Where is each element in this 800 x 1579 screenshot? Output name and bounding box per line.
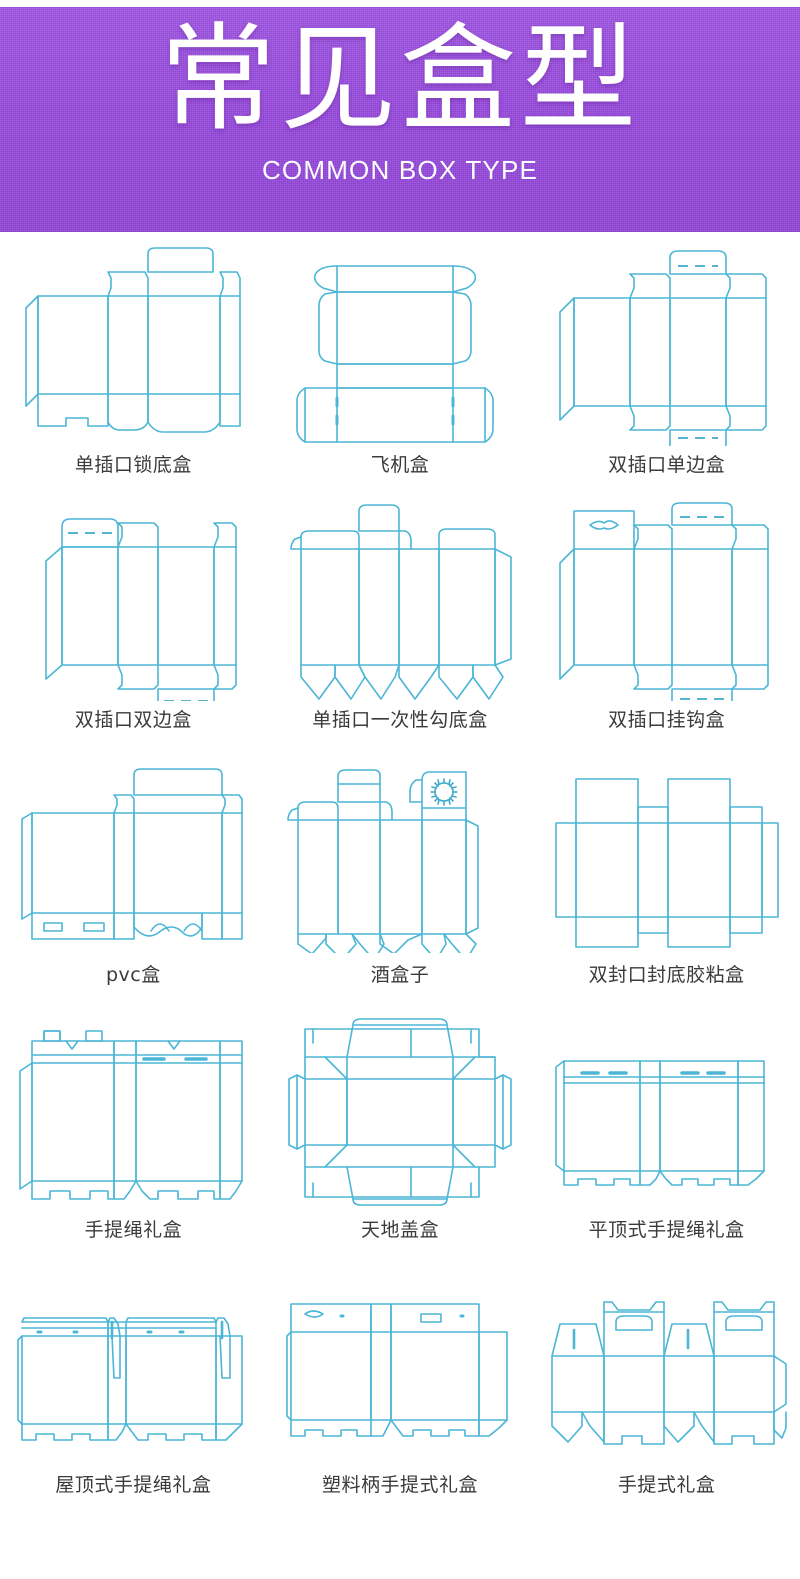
- box-type-item[interactable]: 双插口双边盒: [0, 498, 267, 753]
- dieline-double-tuck-double-side-icon: [0, 498, 267, 703]
- dieline-handle-gift-box-icon: [533, 1263, 800, 1468]
- box-type-item[interactable]: 塑料柄手提式礼盒: [267, 1263, 534, 1518]
- box-type-item[interactable]: 屋顶式手提绳礼盒: [0, 1263, 267, 1518]
- box-type-label: 塑料柄手提式礼盒: [321, 1474, 478, 1496]
- box-type-label: 双插口单边盒: [608, 454, 726, 476]
- dieline-double-tuck-single-side-icon: [533, 243, 800, 448]
- box-type-label: pvc盒: [105, 964, 161, 986]
- box-type-label: 双插口双边盒: [74, 709, 192, 731]
- dieline-single-tuck-crash-lock-bottom-icon: [267, 498, 534, 703]
- box-type-label: 手提式礼盒: [617, 1474, 716, 1496]
- box-type-item[interactable]: 平顶式手提绳礼盒: [533, 1008, 800, 1263]
- dieline-pvc-box-icon: [0, 753, 267, 958]
- box-type-label: 屋顶式手提绳礼盒: [55, 1474, 212, 1496]
- box-type-label: 酒盒子: [370, 964, 430, 986]
- box-type-item[interactable]: 手提绳礼盒: [0, 1008, 267, 1263]
- box-type-label: 平顶式手提绳礼盒: [588, 1219, 745, 1241]
- box-type-item[interactable]: 手提式礼盒: [533, 1263, 800, 1518]
- box-type-item[interactable]: pvc盒: [0, 753, 267, 1008]
- dieline-double-tuck-hang-hole-icon: [533, 498, 800, 703]
- dieline-double-seal-glued-bottom-icon: [533, 753, 800, 958]
- dieline-rope-handle-gift-box-icon: [0, 1008, 267, 1213]
- box-type-label: 单插口一次性勾底盒: [312, 709, 488, 731]
- box-type-label: 双封口封底胶粘盒: [588, 964, 745, 986]
- box-type-item[interactable]: 双插口单边盒: [533, 243, 800, 498]
- box-type-item[interactable]: 双插口挂钩盒: [533, 498, 800, 753]
- box-type-item[interactable]: 单插口锁底盒: [0, 243, 267, 498]
- page-title-english: COMMON BOX TYPE: [261, 154, 539, 185]
- box-type-label: 飞机盒: [370, 454, 430, 476]
- dieline-wine-box-icon: [267, 753, 534, 958]
- dieline-plastic-handle-gift-box-icon: [267, 1263, 534, 1468]
- box-type-label: 单插口锁底盒: [74, 454, 192, 476]
- page-header-banner: 常见盒型 COMMON BOX TYPE: [0, 0, 800, 237]
- dieline-lid-and-base-box-icon: [267, 1008, 534, 1213]
- box-type-item[interactable]: 天地盖盒: [267, 1008, 534, 1263]
- box-type-label: 双插口挂钩盒: [608, 709, 726, 731]
- dieline-mailer-box-icon: [267, 243, 534, 448]
- box-type-label: 手提绳礼盒: [84, 1219, 183, 1241]
- box-type-item[interactable]: 双封口封底胶粘盒: [533, 753, 800, 1008]
- box-type-item[interactable]: 飞机盒: [267, 243, 534, 498]
- page-title-chinese: 常见盒型: [160, 12, 640, 147]
- box-type-label: 天地盖盒: [360, 1219, 439, 1241]
- box-type-item[interactable]: 酒盒子: [267, 753, 534, 1008]
- dieline-roof-top-rope-gift-box-icon: [0, 1263, 267, 1468]
- dieline-flat-top-rope-gift-box-icon: [533, 1008, 800, 1213]
- box-type-item[interactable]: 单插口一次性勾底盒: [267, 498, 534, 753]
- box-type-grid: 单插口锁底盒: [0, 237, 800, 1518]
- dieline-straight-tuck-lock-bottom-icon: [0, 243, 267, 448]
